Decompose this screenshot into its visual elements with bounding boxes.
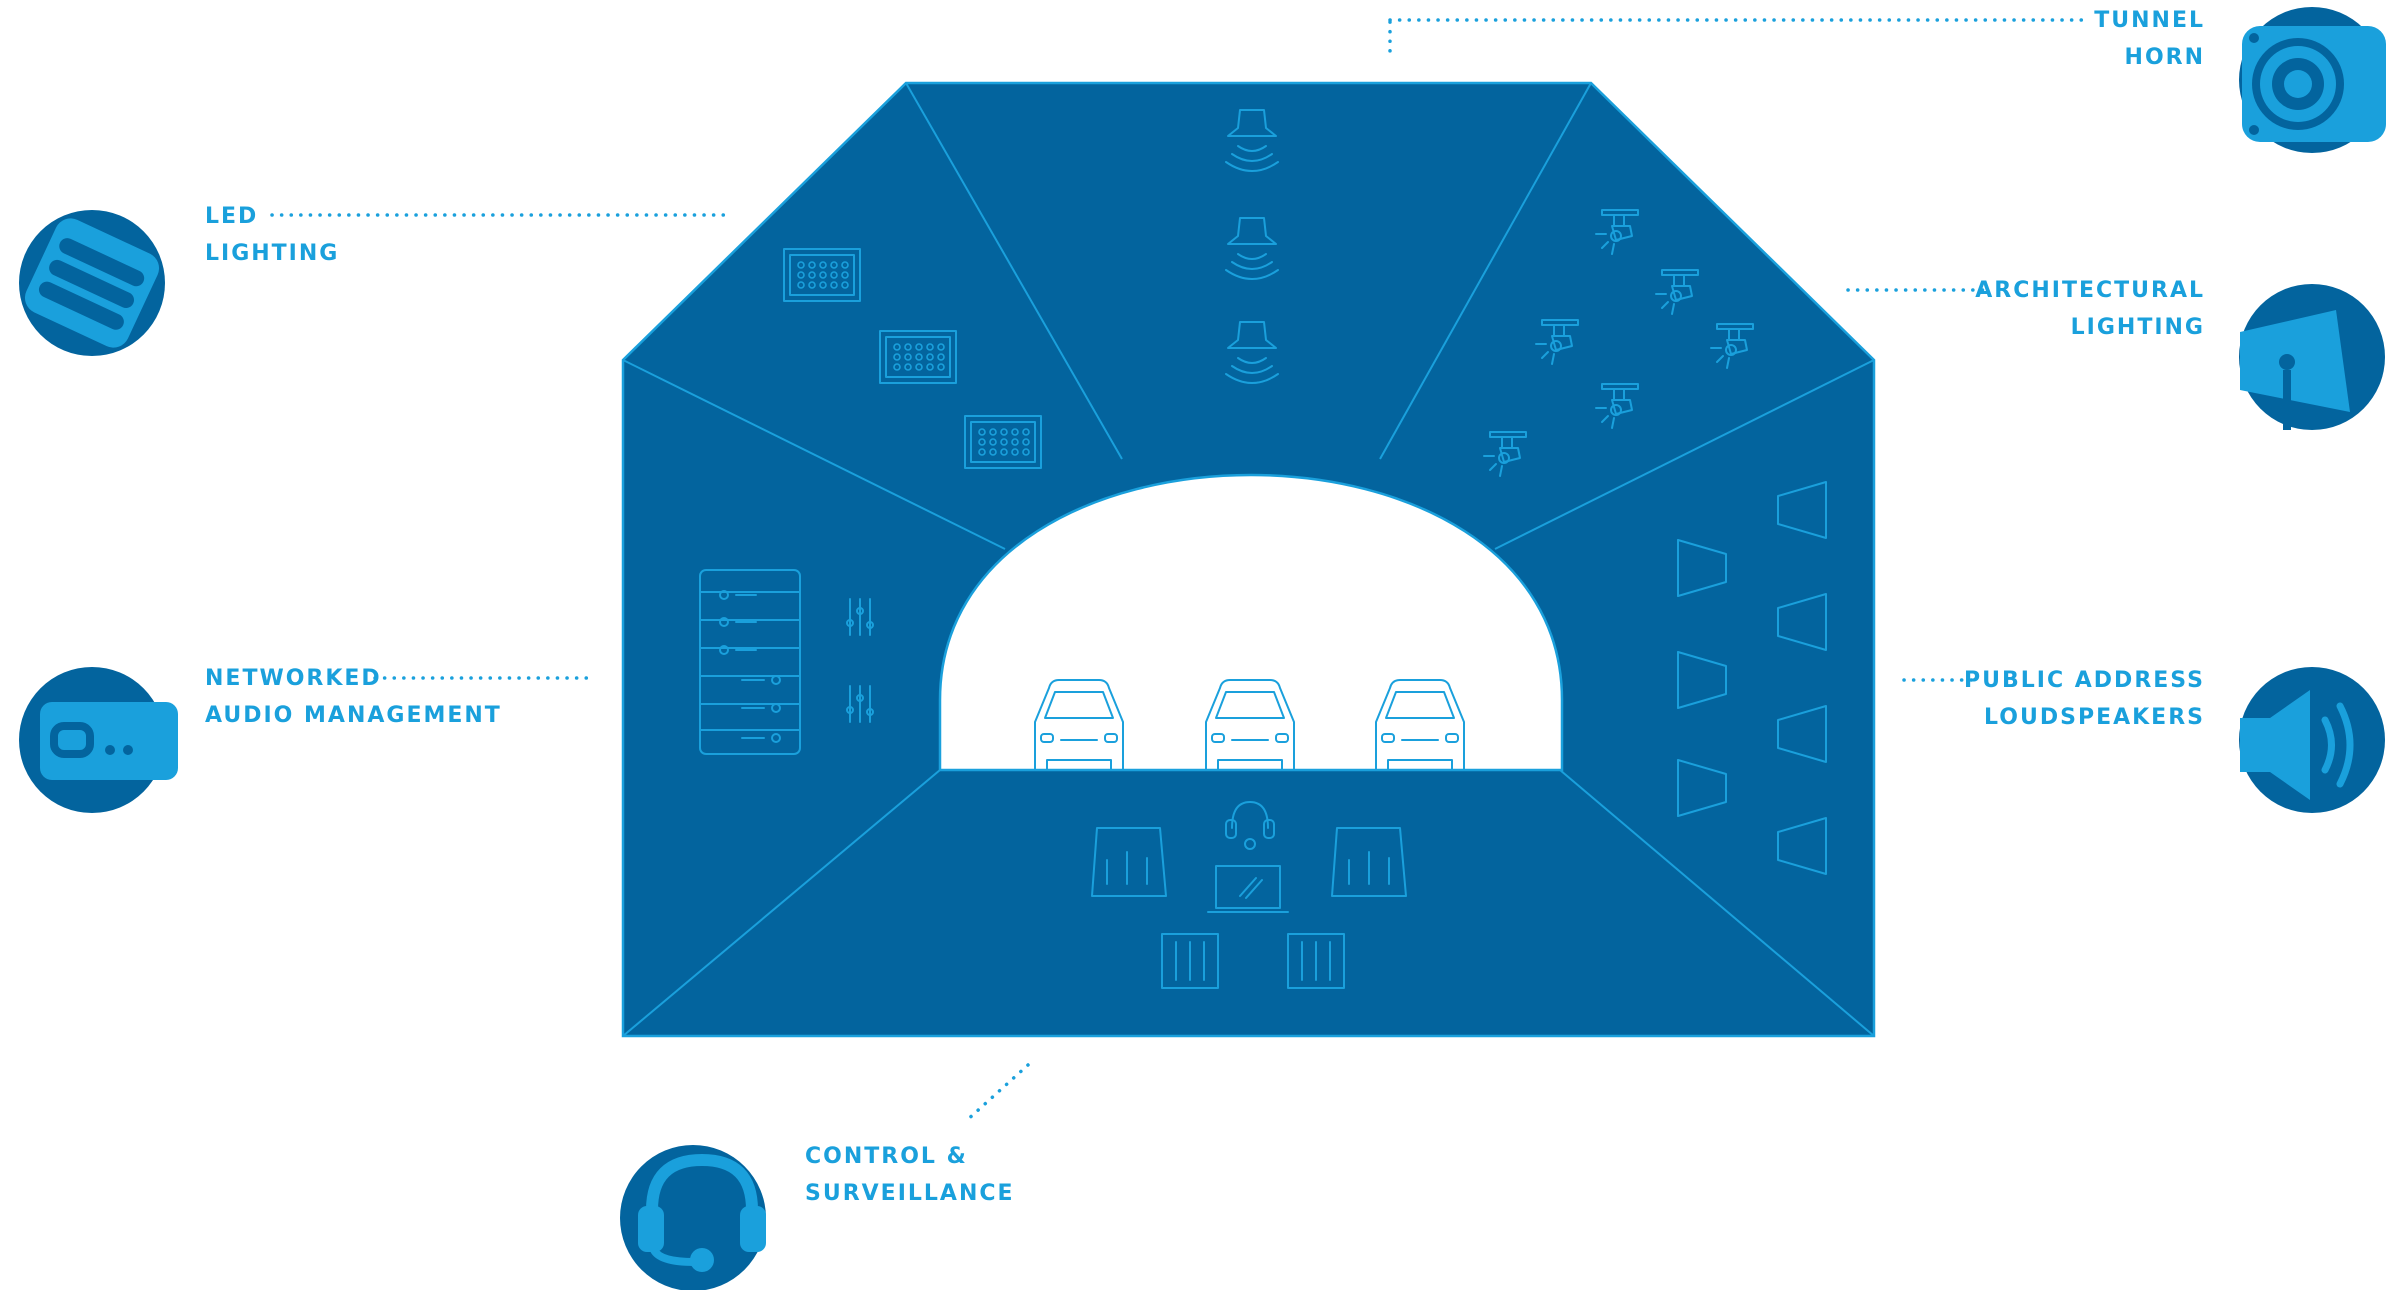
audio-rack-icon <box>699 569 801 755</box>
fader-icon <box>846 685 874 723</box>
led-panel-icon <box>24 218 160 348</box>
audio-device-icon <box>40 702 178 780</box>
leader-lines <box>270 18 2092 1124</box>
label-architectural-lighting: ARCHITECTURAL LIGHTING <box>1975 278 2205 340</box>
control-surveillance-badge <box>620 1145 766 1290</box>
loudspeaker-icon <box>2240 690 2310 800</box>
architectural-lighting-badge <box>2239 284 2385 430</box>
tunnel-opening <box>938 473 1564 772</box>
floodlight-icon <box>2240 310 2350 412</box>
label-control-surveillance: CONTROL & SURVEILLANCE <box>805 1144 1015 1206</box>
tunnel-diagram <box>621 81 1876 1038</box>
label-led-lighting: LED LIGHTING <box>205 204 340 266</box>
led-lighting-badge <box>19 210 165 356</box>
public-address-badge <box>2239 667 2385 813</box>
networked-audio-badge <box>19 667 178 813</box>
label-tunnel-horn: TUNNEL HORN <box>2094 8 2205 70</box>
headset-icon <box>638 1153 766 1272</box>
tunnel-horn-badge <box>2239 7 2386 153</box>
label-public-address: PUBLIC ADDRESS LOUDSPEAKERS <box>1964 668 2205 730</box>
label-networked-audio: NETWORKED AUDIO MANAGEMENT <box>205 666 502 728</box>
fader-icon <box>846 598 874 636</box>
control-desk-icons <box>1091 801 1407 989</box>
